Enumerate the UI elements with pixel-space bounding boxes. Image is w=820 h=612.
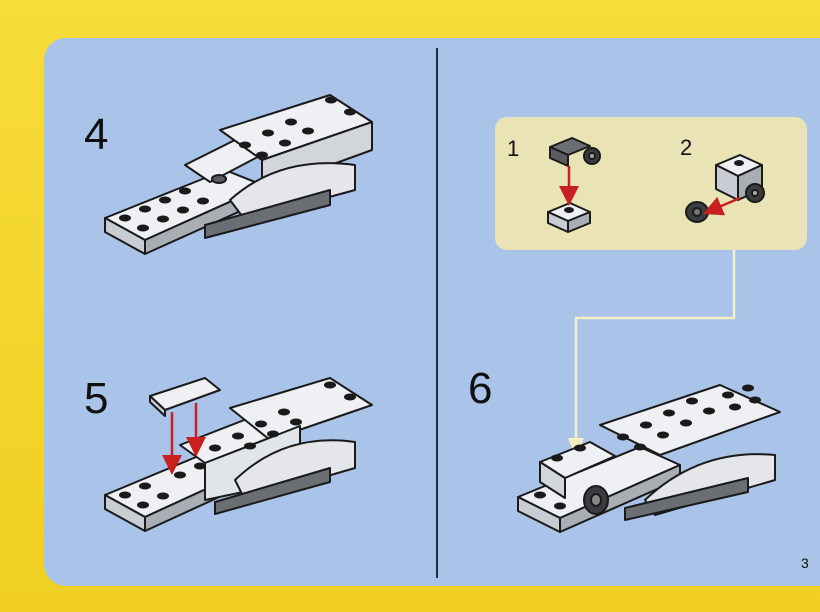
step-6-model [517,384,781,533]
step-4-model [104,94,373,255]
step-6-number: 6 [468,364,493,413]
page-number: 3 [801,555,809,571]
sub-step-2-parts [685,154,765,223]
sub-step-1-parts [547,137,601,233]
sub-step-2-arrow [702,196,741,216]
step-5-arrows [162,403,206,475]
sub-step-2-number: 2 [680,135,693,160]
step-4-number: 4 [84,110,109,159]
sub-step-1-number: 1 [507,136,520,161]
page-divider [436,48,438,578]
step-5-number: 5 [84,374,109,423]
step-5-model [104,377,373,532]
callout-connector [574,250,736,440]
